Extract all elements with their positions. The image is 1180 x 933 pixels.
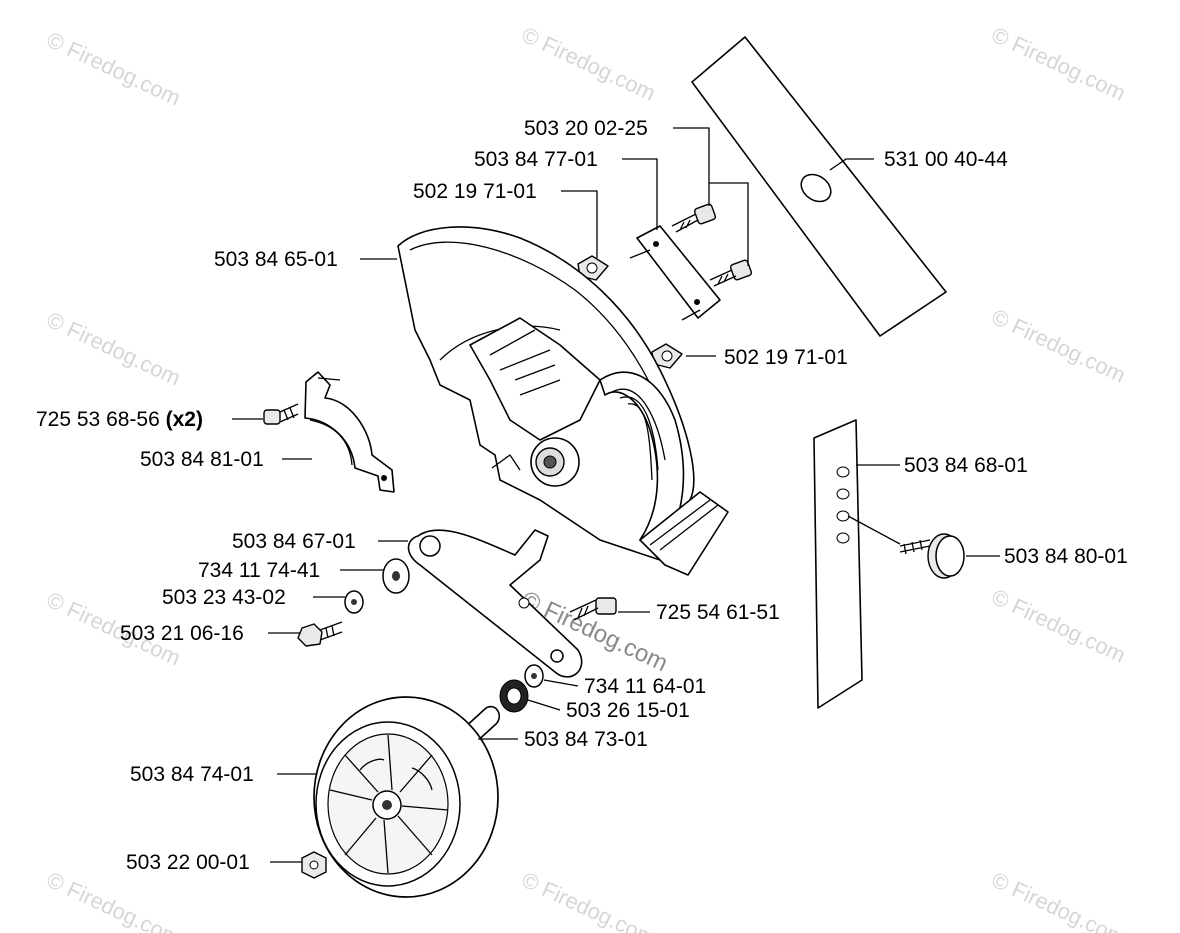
label-screw-blade: 503 20 02-25 xyxy=(524,117,648,140)
clamp-screw-qty: (x2) xyxy=(166,408,203,431)
watermark: © Firedog.com xyxy=(988,22,1130,106)
watermark: © Firedog.com xyxy=(988,304,1130,388)
bracket-plate-part xyxy=(813,419,863,709)
washer-large-part xyxy=(382,558,410,594)
label-washer-small: 503 23 43-02 xyxy=(162,586,286,609)
guard-part xyxy=(397,226,729,576)
wheel-nut-part xyxy=(301,851,327,879)
bearing-part xyxy=(499,679,529,713)
washer-axle-part xyxy=(524,664,544,688)
label-arm-screw: 725 54 61-51 xyxy=(656,601,780,624)
label-bearing: 503 26 15-01 xyxy=(566,699,690,722)
watermark: © Firedog.com xyxy=(518,22,660,106)
watermark: © Firedog.com xyxy=(43,27,185,111)
label-nut-upper: 502 19 71-01 xyxy=(413,180,537,203)
label-blade: 531 00 40-44 xyxy=(884,148,1008,171)
clamp-plate-part xyxy=(629,203,753,321)
bolt-part xyxy=(297,621,343,647)
wheel-arm-part xyxy=(407,529,583,678)
label-clamp-plate: 503 84 77-01 xyxy=(474,148,598,171)
part-labels: 531 00 40-44 503 20 02-25 503 84 77-01 5… xyxy=(36,117,1128,874)
blade-part xyxy=(691,36,947,337)
label-wheel: 503 84 74-01 xyxy=(130,763,254,786)
square-nut-upper xyxy=(577,255,609,281)
knob-part xyxy=(899,533,965,579)
watermark: © Firedog.com xyxy=(43,307,185,391)
label-nut-lower: 502 19 71-01 xyxy=(724,346,848,369)
label-clamp-screw: 725 53 68-56 (x2) xyxy=(36,408,203,431)
label-bracket-plate: 503 84 68-01 xyxy=(904,454,1028,477)
leader-lines xyxy=(232,127,1000,863)
label-washer-axle: 734 11 64-01 xyxy=(584,675,706,698)
arm-screw-part xyxy=(569,597,617,621)
screw-upper xyxy=(671,203,717,233)
label-wheel-nut: 503 22 00-01 xyxy=(126,851,250,874)
label-washer-large: 734 11 74-41 xyxy=(198,559,320,582)
label-clamp: 503 84 81-01 xyxy=(140,448,264,471)
clamp-screw-number: 725 53 68-56 xyxy=(36,408,160,431)
screw-lower xyxy=(709,259,753,287)
label-spacer: 503 84 73-01 xyxy=(524,728,648,751)
watermark: © Firedog.com xyxy=(988,867,1130,933)
washer-small-part xyxy=(344,590,364,614)
clamp-screw-part xyxy=(263,403,299,425)
watermark: © Firedog.com xyxy=(43,867,185,933)
label-knob: 503 84 80-01 xyxy=(1004,545,1128,568)
label-bolt: 503 21 06-16 xyxy=(120,622,244,645)
label-guard: 503 84 65-01 xyxy=(214,248,338,271)
label-wheel-arm: 503 84 67-01 xyxy=(232,530,356,553)
wheel-part xyxy=(313,696,499,898)
watermark: © Firedog.com xyxy=(988,584,1130,668)
clamp-part xyxy=(304,371,395,493)
watermark: © Firedog.com xyxy=(518,867,660,933)
